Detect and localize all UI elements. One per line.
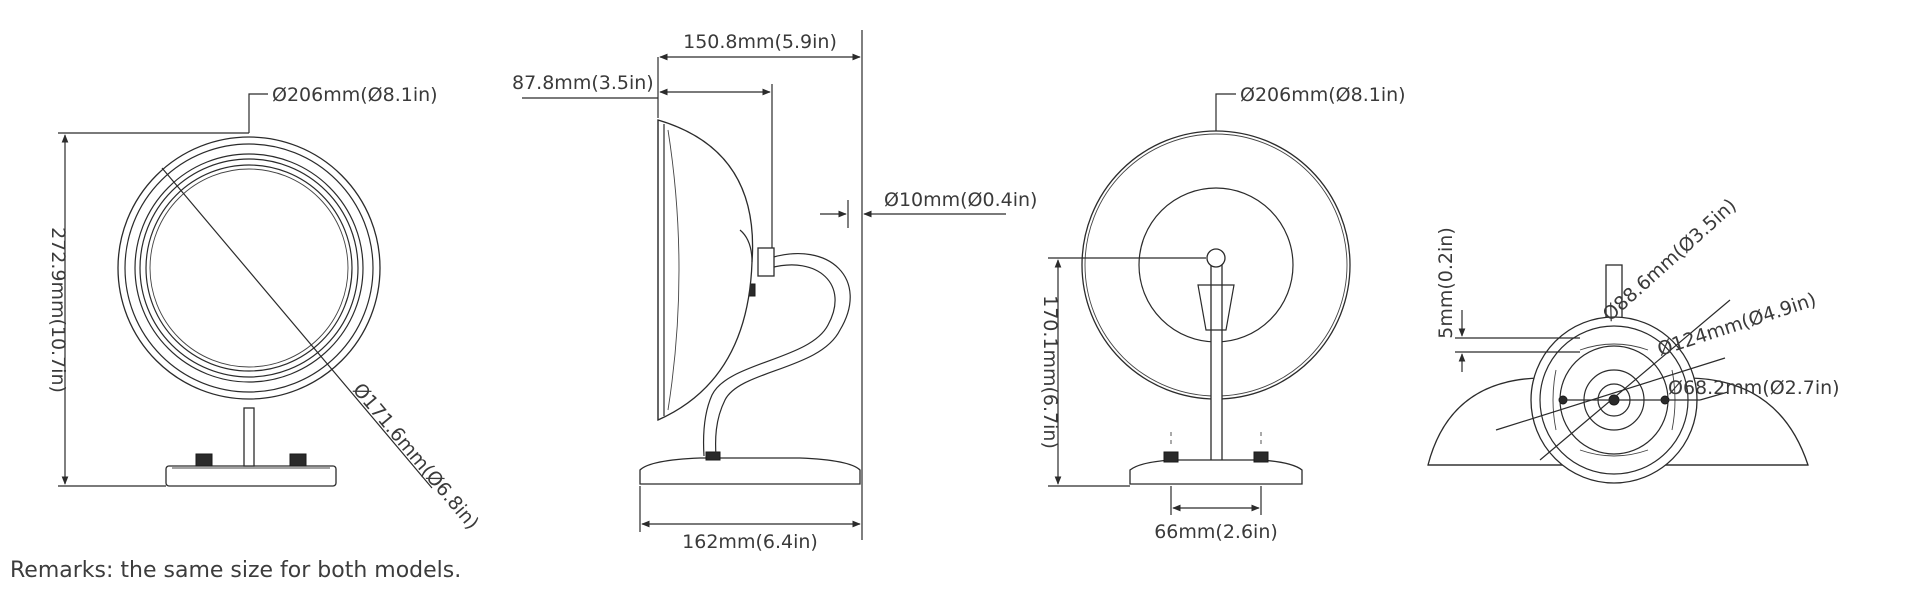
back-overall-diameter-label: Ø206mm(Ø8.1in) xyxy=(1240,84,1406,106)
base-diameter-1-label: Ø88.6mm(Ø3.5in) xyxy=(1599,195,1741,326)
front-base-bolt-left xyxy=(195,453,213,467)
base-view: 5mm(0.2in) Ø88.6mm(Ø3.5in) Ø124mm(Ø4.9in… xyxy=(1427,195,1840,484)
front-diameter-leader xyxy=(248,93,268,133)
front-overall-diameter-label: Ø206mm(Ø8.1in) xyxy=(272,84,438,106)
front-base xyxy=(165,465,337,487)
back-mount-height-label: 170.1mm(6.7in) xyxy=(1039,295,1061,449)
side-arm-outer xyxy=(714,253,851,457)
side-neck xyxy=(757,247,775,277)
front-lens-diameter-label: Ø171.6mm(Ø6.8in) xyxy=(348,379,483,534)
front-lens xyxy=(145,164,353,372)
side-pole-diameter-label: Ø10mm(Ø0.4in) xyxy=(884,189,1037,211)
front-pole xyxy=(243,407,255,467)
base-diameter-2-label: Ø124mm(Ø4.9in) xyxy=(1655,289,1819,361)
side-view: 150.8mm(5.9in) 87.8mm(3.5in) Ø10mm(Ø0.4i… xyxy=(512,30,1037,553)
front-view: Ø206mm(Ø8.1in) 272.9mm(10.7in) Ø171.6mm(… xyxy=(47,84,483,534)
side-base-length-label: 162mm(6.4in) xyxy=(682,531,818,553)
base-diameter-3-label: Ø68.2mm(Ø2.7in) xyxy=(1668,377,1840,399)
front-outer-ring xyxy=(117,136,381,400)
side-base xyxy=(639,457,861,485)
back-view: Ø206mm(Ø8.1in) 170.1mm(6.7in) 66mm(2.6in… xyxy=(1039,84,1406,543)
front-height-label: 272.9mm(10.7in) xyxy=(47,227,69,393)
back-base xyxy=(1129,459,1303,485)
side-total-depth-label: 150.8mm(5.9in) xyxy=(683,31,837,53)
base-diameter-1-leader xyxy=(1539,299,1731,461)
remarks-note: Remarks: the same size for both models. xyxy=(10,558,462,583)
back-pole xyxy=(1210,257,1223,465)
side-housing xyxy=(657,119,754,422)
front-lens-diameter-line xyxy=(161,167,433,489)
base-diameter-2-leader xyxy=(1495,357,1726,431)
side-housing-depth-label: 87.8mm(3.5in) xyxy=(512,72,654,94)
back-hole-spacing-label: 66mm(2.6in) xyxy=(1154,521,1278,543)
base-thickness-label: 5mm(0.2in) xyxy=(1435,227,1457,338)
front-base-bolt-right xyxy=(289,453,307,467)
